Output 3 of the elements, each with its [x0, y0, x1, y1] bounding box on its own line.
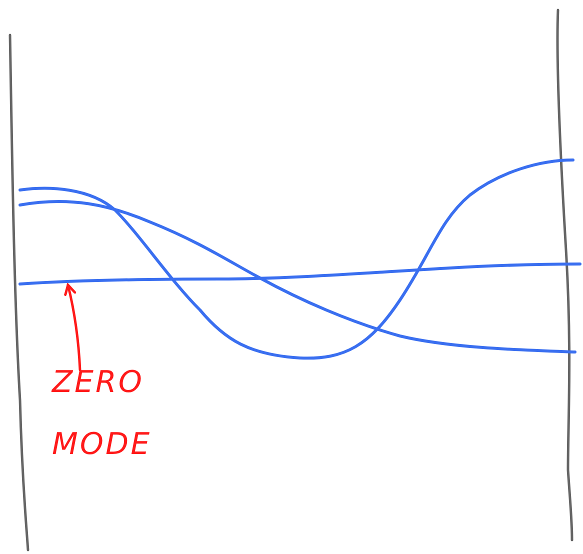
leader-arrow — [64, 284, 82, 372]
handwritten-note: ZERO MODE — [52, 352, 172, 476]
flat-mode-line — [18, 262, 582, 286]
